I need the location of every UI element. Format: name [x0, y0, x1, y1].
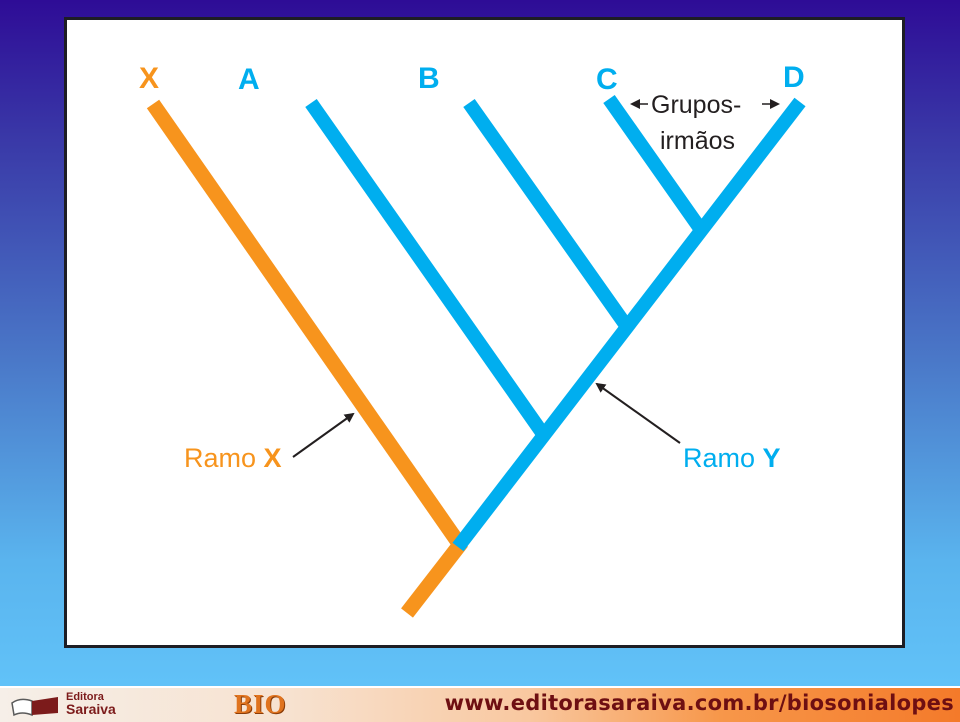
branch-x — [146, 99, 468, 618]
branch-y-annotation: Ramo Y — [595, 382, 781, 473]
website-link[interactable]: www.editorasaraiva.com.br/biosonialopes — [444, 691, 954, 715]
branch-y-label-letter: Y — [763, 443, 781, 473]
footer-bar: Editora Saraiva BIO www.editorasaraiva.c… — [0, 686, 960, 722]
logo-line1: Editora — [66, 691, 104, 703]
book-icon — [11, 697, 58, 717]
svg-text:Ramo X: Ramo X — [184, 443, 282, 473]
taxon-label-a: A — [238, 63, 260, 96]
sister-groups-label-line2: irmãos — [660, 127, 735, 155]
branch-x-label-letter: X — [264, 443, 282, 473]
bio-label: BIO — [234, 689, 287, 719]
taxon-label-b: B — [418, 62, 440, 95]
branch-x-annotation: Ramo X — [184, 412, 355, 473]
sister-groups-annotation: Grupos- irmãos — [630, 91, 780, 155]
taxon-label-c: C — [596, 63, 618, 96]
publisher-logo[interactable]: Editora Saraiva — [8, 691, 123, 719]
svg-text:Ramo Y: Ramo Y — [683, 443, 781, 473]
branch-y — [305, 94, 806, 552]
taxon-label-d: D — [783, 61, 805, 94]
branch-y-label-prefix: Ramo — [683, 443, 755, 473]
sister-groups-label-line1: Grupos- — [651, 91, 741, 119]
taxon-label-x: X — [139, 62, 159, 95]
branch-x-label-prefix: Ramo — [184, 443, 256, 473]
logo-line2: Saraiva — [66, 701, 116, 717]
